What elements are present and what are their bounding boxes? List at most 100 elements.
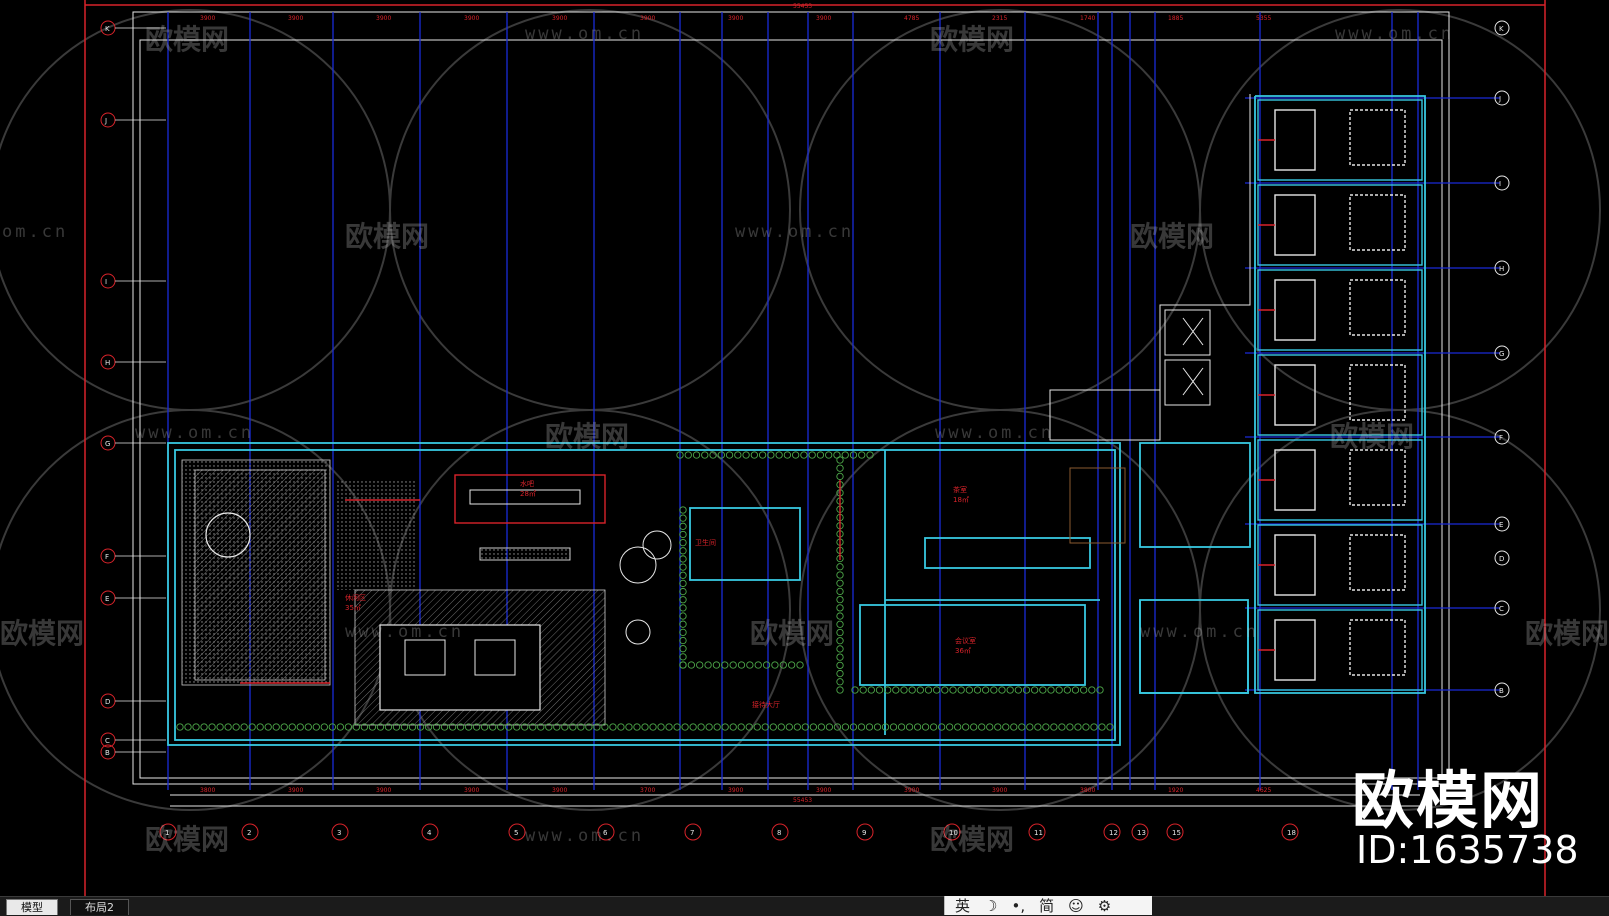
svg-text:C: C	[1499, 605, 1504, 613]
shrub	[384, 723, 393, 731]
ime-simplified-toggle[interactable]: 简	[1039, 897, 1055, 915]
shrub	[304, 723, 312, 731]
dim-label-top: 3900	[464, 15, 479, 22]
shrub	[836, 612, 844, 620]
watermark-logo: 欧模网	[145, 823, 230, 856]
shrub	[836, 645, 844, 653]
shrub	[200, 723, 208, 731]
shrub	[994, 723, 1002, 731]
gear-icon[interactable]: ⚙	[1097, 896, 1112, 915]
shrub	[537, 723, 545, 731]
shrub	[796, 661, 804, 669]
shrub	[881, 723, 890, 731]
dim-label-bottom: 3900	[552, 787, 567, 794]
shrub	[836, 563, 844, 571]
shrub	[873, 723, 882, 731]
dim-label-top: 3900	[200, 15, 215, 22]
room-label-layer: 水吧 28㎡ 休闲区 35㎡ 卫生间 茶室 18㎡ 接待大厅 会议室 36㎡	[345, 479, 976, 709]
shrub	[836, 628, 844, 637]
tab-model[interactable]: 模型	[6, 899, 58, 915]
room-area-meeting: 36㎡	[955, 647, 971, 655]
shrub	[1014, 686, 1022, 694]
column-bubble: 15	[1166, 823, 1184, 841]
shrub	[679, 636, 687, 645]
shrub	[569, 723, 577, 731]
row-bubble-right: G	[1494, 345, 1510, 361]
shrub	[679, 604, 687, 612]
dim-label-top: 4785	[904, 15, 919, 22]
shrub	[1082, 723, 1090, 731]
tab-layout2[interactable]: 布局2	[70, 899, 129, 915]
shrub	[998, 686, 1006, 694]
shrub	[921, 723, 930, 731]
shrub	[742, 451, 750, 459]
vertical-grid-lines	[167, 12, 1419, 790]
row-bubble-right: H	[1494, 260, 1510, 276]
svg-text:J: J	[104, 117, 107, 125]
shrub	[679, 612, 687, 620]
dim-label-top: 3900	[816, 15, 831, 22]
shrub	[1042, 723, 1050, 731]
shrub	[424, 723, 433, 731]
shrub	[505, 723, 513, 731]
column-bubble: 2	[241, 823, 259, 841]
shrub	[725, 451, 734, 459]
shrub	[1055, 686, 1063, 694]
shrub	[986, 723, 994, 731]
row-bubble-right: K	[1494, 20, 1510, 36]
shrub	[416, 723, 425, 731]
ime-language-toggle[interactable]: 英	[955, 897, 971, 915]
dim-label-top: 2315	[992, 15, 1007, 22]
guest-room	[1257, 524, 1423, 606]
row-bubble: D	[100, 693, 166, 709]
shrub	[1096, 686, 1104, 694]
shrub	[432, 723, 441, 731]
room-area-water-bar: 28㎡	[520, 490, 536, 498]
watermark-url: om.cn	[2, 222, 69, 242]
shrub	[841, 723, 850, 731]
dim-label-bottom: 3900	[728, 787, 743, 794]
svg-text:1: 1	[165, 829, 169, 837]
shrub	[905, 723, 914, 731]
shrub	[833, 723, 842, 731]
shrub	[684, 451, 692, 459]
room-label-reception: 接待大厅	[752, 700, 780, 709]
shrub	[817, 723, 826, 731]
shrub	[750, 451, 758, 459]
shrub	[836, 661, 844, 670]
shrub	[687, 661, 696, 669]
dim-label-bottom: 1920	[1168, 787, 1183, 794]
shrub	[849, 723, 858, 731]
red-accents	[240, 474, 841, 684]
watermark-url: www.om.cn	[135, 423, 255, 443]
row-bubble-right: B	[1494, 682, 1510, 698]
column-bubble: 11	[1028, 823, 1046, 841]
svg-text:G: G	[105, 440, 110, 448]
shrub	[1066, 723, 1074, 731]
shrub	[775, 451, 783, 459]
row-bubble: I	[100, 273, 166, 289]
shrub	[970, 723, 978, 731]
moon-icon[interactable]: ☽	[984, 896, 998, 915]
column-bubble: 1	[159, 823, 177, 841]
shrub	[641, 723, 649, 731]
shrub	[889, 723, 898, 731]
svg-text:G: G	[1499, 350, 1504, 358]
guest-room	[1257, 184, 1423, 266]
svg-text:B: B	[1499, 687, 1504, 695]
shrub	[344, 723, 353, 731]
shrub	[679, 653, 687, 661]
shrub	[440, 723, 449, 731]
punctuation-icon[interactable]: •,	[1011, 896, 1026, 915]
shrub	[836, 686, 844, 694]
shrub	[256, 723, 264, 731]
horizontal-grid-lines	[1245, 97, 1500, 691]
shrub	[280, 723, 288, 731]
shrub	[360, 723, 369, 731]
shrub	[745, 723, 753, 731]
emoji-icon[interactable]: ☺	[1068, 896, 1084, 915]
shrub	[709, 451, 717, 459]
shrub	[800, 451, 808, 459]
